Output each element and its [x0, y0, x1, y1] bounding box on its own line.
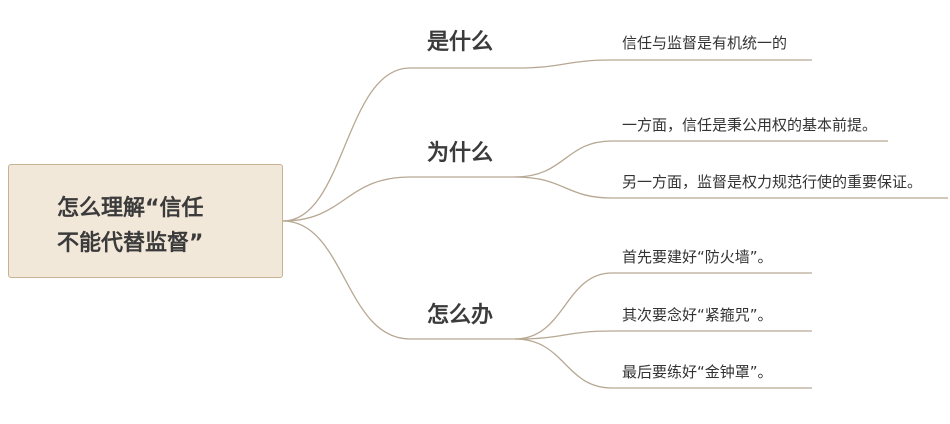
leaf-node-what-1[interactable]: 信任与监督是有机统一的: [622, 34, 788, 52]
connector-branch-2-to-leaf-2: [514, 176, 613, 199]
root-title-line-2: 不能代替监督”: [57, 231, 204, 256]
leaf-node-how-2[interactable]: 其次要念好“紧箍咒”。: [622, 306, 773, 324]
branch-node-how[interactable]: 怎么办: [427, 303, 494, 328]
connector-root-to-branch-2: [282, 176, 411, 222]
root-title-line-1: 怎么理解“信任: [57, 196, 204, 221]
connector-branch-3-to-leaf-1: [514, 272, 613, 340]
connector-root-to-branch-3: [282, 220, 411, 340]
leaf-node-how-1[interactable]: 首先要建好“防火墙”。: [622, 248, 773, 266]
leaf-node-how-3[interactable]: 最后要练好“金钟罩”。: [622, 363, 773, 381]
connector-branch-2-to-leaf-1: [514, 140, 613, 178]
connector-root-to-branch-1: [282, 67, 411, 222]
connector-branch-3-to-leaf-2: [514, 330, 613, 340]
connector-branch-3-to-leaf-3: [514, 338, 613, 389]
root-title: 怎么理解“信任 不能代替监督”: [57, 191, 257, 261]
leaf-node-why-2[interactable]: 另一方面，监督是权力规范行使的重要保证。: [622, 173, 923, 191]
branch-node-why[interactable]: 为什么: [427, 141, 494, 166]
branch-node-what[interactable]: 是什么: [427, 30, 494, 55]
leaf-node-why-1[interactable]: 一方面，信任是秉公用权的基本前提。: [622, 116, 878, 134]
connector-branch-1-to-leaf-1: [514, 59, 613, 69]
root-node[interactable]: 怎么理解“信任 不能代替监督”: [8, 164, 283, 278]
